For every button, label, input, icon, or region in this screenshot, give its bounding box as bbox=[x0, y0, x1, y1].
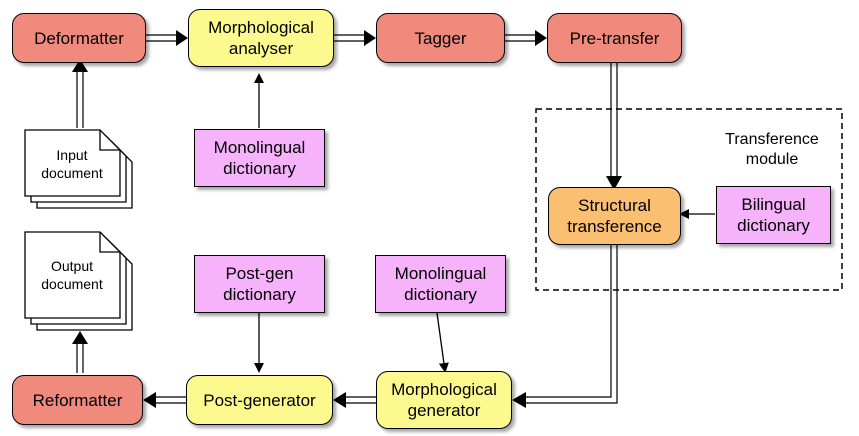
pre-transfer-node: Pre-transfer bbox=[547, 13, 682, 63]
morphological-analyser-node: Morphological analyser bbox=[188, 9, 334, 67]
post-generator-node: Post-generator bbox=[186, 375, 333, 425]
dictionary-arrows bbox=[254, 73, 715, 373]
post-gen-dictionary: Post-gen dictionary bbox=[194, 255, 325, 313]
arrow-postgen-reformatter bbox=[156, 396, 186, 404]
arrow-input-deformatter bbox=[76, 72, 84, 128]
deformatter-node: Deformatter bbox=[12, 13, 146, 63]
monolingual-dictionary-bottom: Monolingual dictionary bbox=[375, 255, 506, 313]
pipeline-arrowheads bbox=[72, 30, 622, 408]
arrow-deformatter-analyser bbox=[146, 34, 176, 42]
arrow-pretransfer-structural bbox=[610, 63, 618, 176]
morphological-generator-node: Morphological generator bbox=[376, 371, 512, 429]
input-document-icon bbox=[24, 129, 133, 209]
transference-module-label: Transference module bbox=[725, 131, 819, 168]
monolingual-dictionary-top: Monolingual dictionary bbox=[194, 129, 325, 187]
structural-transference-node: Structural transference bbox=[548, 187, 681, 245]
arrow-analyser-tagger bbox=[334, 34, 364, 42]
arrow-structural-generator bbox=[526, 245, 618, 404]
transference-module-box bbox=[535, 108, 843, 291]
pipeline-arrows bbox=[76, 34, 618, 404]
tagger-node: Tagger bbox=[376, 13, 505, 63]
arrow-reformatter-output bbox=[76, 344, 84, 373]
input-document-label: Input document bbox=[41, 147, 103, 181]
output-document-label: Output document bbox=[41, 258, 103, 292]
reformatter-node: Reformatter bbox=[12, 375, 143, 425]
output-document-icon bbox=[24, 231, 133, 331]
bilingual-dictionary: Bilingual dictionary bbox=[716, 186, 831, 244]
arrow-generator-postgen bbox=[346, 396, 376, 404]
arrow-tagger-pretransfer bbox=[505, 34, 535, 42]
